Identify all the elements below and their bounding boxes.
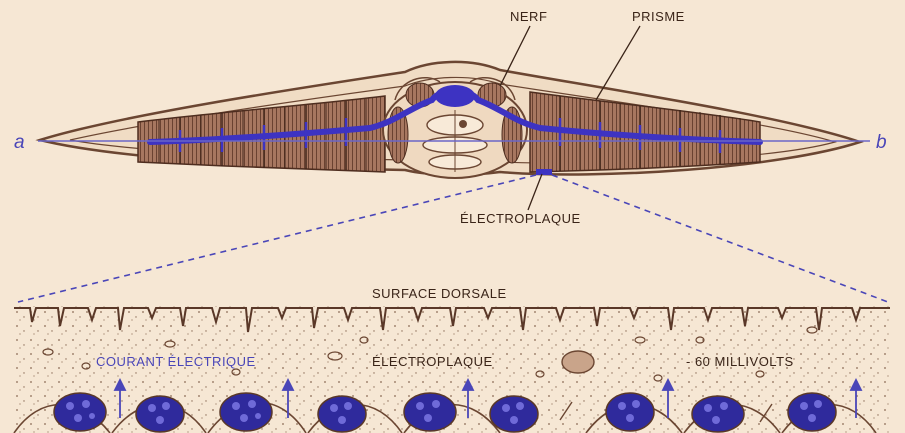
zoom-line-right bbox=[552, 175, 888, 302]
cell-nucleus bbox=[490, 396, 538, 432]
cell-nucleus bbox=[54, 393, 106, 431]
cell-nucleus bbox=[220, 393, 272, 431]
organ-cross-section: a b bbox=[14, 62, 887, 178]
label-voltage: - 60 MILLIVOLTS bbox=[686, 354, 794, 369]
label-a: a bbox=[14, 132, 25, 153]
label-nerf: NERF bbox=[510, 9, 547, 24]
cell-nucleus bbox=[692, 396, 744, 432]
zoom-line-left bbox=[18, 175, 536, 302]
cell-nucleus bbox=[136, 396, 184, 432]
electroplaque-enlargement: SURFACE DORSALE COURANT ÉLECTRIQUE ÉLECT… bbox=[14, 286, 890, 433]
large-vesicle bbox=[562, 351, 594, 373]
label-courant-electrique: COURANT ÉLECTRIQUE bbox=[96, 354, 256, 369]
selected-electroplaque-marker bbox=[536, 169, 552, 175]
cell-nucleus bbox=[788, 393, 836, 431]
label-surface-dorsale: SURFACE DORSALE bbox=[372, 286, 507, 301]
label-b: b bbox=[876, 132, 887, 153]
prisme-leader-line bbox=[596, 26, 640, 100]
cell-nucleus bbox=[318, 396, 366, 432]
label-prisme: PRISME bbox=[632, 9, 685, 24]
nerve-center-bulb bbox=[435, 85, 475, 107]
cell-nucleus bbox=[404, 393, 456, 431]
label-electroplaque-bottom: ÉLECTROPLAQUE bbox=[372, 354, 493, 369]
label-electroplaque-top: ÉLECTROPLAQUE bbox=[460, 211, 581, 226]
electroplaque-leader-line bbox=[528, 174, 542, 210]
cell-nucleus bbox=[606, 393, 654, 431]
